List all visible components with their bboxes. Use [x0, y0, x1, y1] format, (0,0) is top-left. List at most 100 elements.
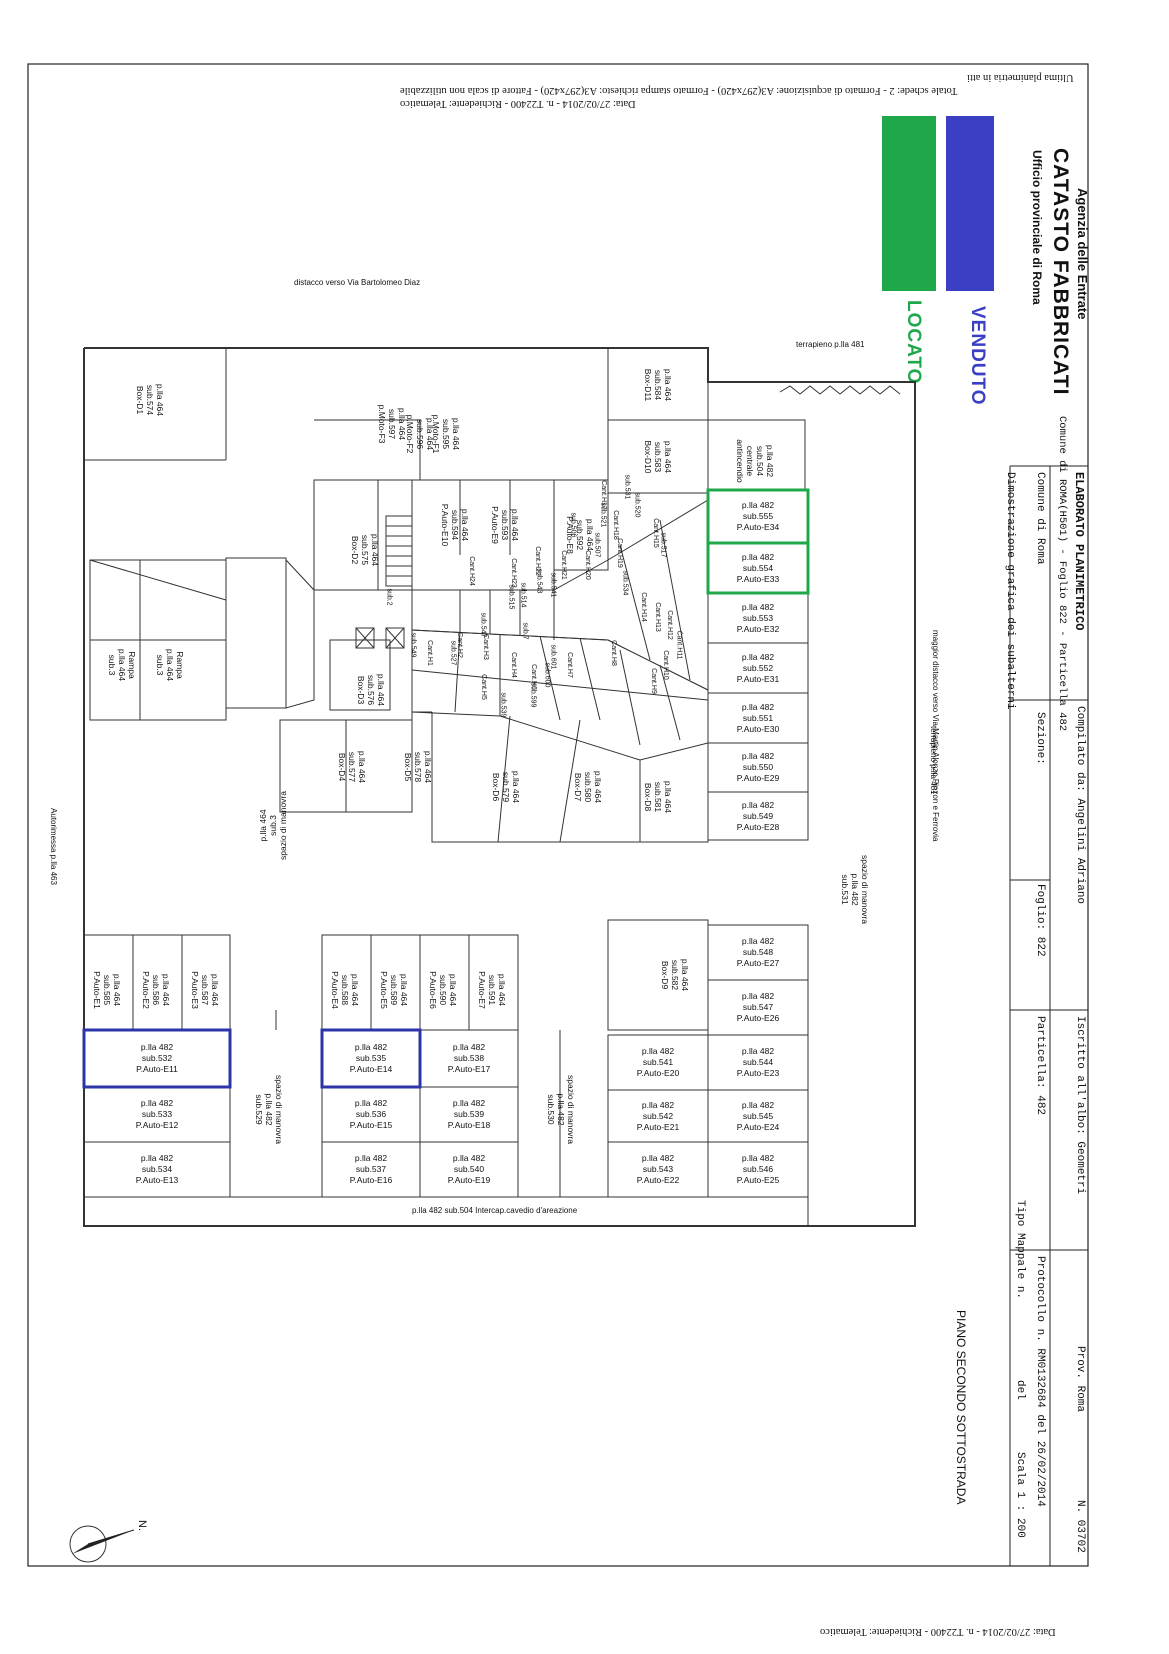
- spot-e28: p.lla 482 sub.549 P.Auto-E28: [736, 799, 780, 832]
- cantina-canth23: Cant.H23: [509, 558, 517, 588]
- cantina-canth21: Cant.H21: [559, 550, 567, 580]
- locato-stamp-bar: [882, 116, 936, 291]
- spot-e11: p.lla 482 sub.532 P.Auto-E11: [136, 1042, 178, 1074]
- cantina-canth4: Cant.H4: [509, 652, 517, 678]
- label-terrapieno-side: terrapieno p.lla 481: [929, 726, 938, 795]
- spot-e26: p.lla 482 sub.547 P.Auto-E26: [736, 991, 780, 1023]
- box-d9: p.lla 464 sub.582 Box-D9: [660, 958, 690, 992]
- cantina-canth10: Cant.H10: [661, 650, 669, 680]
- label-autorimessa: Autorimessa p.lla 463: [49, 808, 58, 885]
- cantina-sub-label: sub.541: [549, 572, 557, 598]
- cantina-canth14: Cant.H14: [639, 592, 647, 622]
- cantina-canth13: Cant.H13: [653, 602, 661, 632]
- box-d6: p.lla 464 sub.579 Box-D6: [491, 770, 521, 804]
- cantina-sub-label: sub.531: [623, 474, 631, 500]
- spot-e32: p.lla 482 sub.553 P.Auto-E32: [736, 601, 780, 634]
- cantina-canth18: Cant.H18: [611, 510, 619, 540]
- highlight-e11: [82, 1028, 232, 1089]
- label-spazio-531: spazio di manovra p.lla 482 sub.531: [840, 855, 870, 924]
- cantina-canth19: Cant.H19: [615, 538, 623, 568]
- spot-e13: p.lla 482 sub.534 P.Auto-E13: [135, 1153, 179, 1185]
- spot-e9: p.lla 464 sub.593 P.Auto-E9: [490, 506, 520, 544]
- moto-f1: p.lla 464 sub.595 p.Moto-F1: [431, 414, 461, 454]
- spot-e34: p.lla 482 sub.555 P.Auto-E34: [736, 500, 780, 532]
- spot-e3: p.lla 464 sub.587 P.Auto-E3: [190, 971, 220, 1009]
- cantina-canth5: Cant.H5: [479, 674, 487, 700]
- cantina-sub-label: sub.521: [599, 502, 607, 528]
- label-bartolomeo: distacco verso Via Bartolomeo Diaz: [294, 278, 421, 287]
- spot-e27: p.lla 482 sub.548 P.Auto-E27: [736, 936, 780, 968]
- centrale-antincendio: p.lla 482 sub.504 centrale antincendio: [735, 439, 775, 483]
- rampa-2: Rampa p.lla 464 sub.3: [107, 648, 137, 682]
- cantina-sub-label: sub.507: [593, 532, 601, 558]
- box-d7: p.lla 464 sub.580 Box-D7: [573, 770, 603, 804]
- highlight-e33: [706, 541, 810, 595]
- cantina-sub-label: sub.506: [569, 512, 577, 538]
- cantina-canth12: Cant.H12: [665, 610, 673, 640]
- cantina-sub-label: sub.517: [659, 532, 667, 558]
- north-label: N.: [136, 1520, 148, 1531]
- spot-e15: p.lla 482 sub.536 P.Auto-E15: [349, 1098, 393, 1130]
- box-d3: p.lla 464 sub.576 Box-D3: [356, 673, 386, 707]
- cantina-sub-label: sub.549: [409, 632, 417, 658]
- box-d11: p.lla 464 sub.584 Box-D11: [643, 368, 673, 402]
- label-spazio-529: spazio di manovra p.lla 482 sub.529: [254, 1075, 284, 1144]
- north-arrow-icon: [69, 1525, 135, 1563]
- spot-e23: p.lla 482 sub.544 P.Auto-E23: [736, 1046, 780, 1078]
- spot-e30: p.lla 482 sub.551 P.Auto-E30: [736, 701, 780, 734]
- spot-e4: p.lla 464 sub.588 P.Auto-E4: [330, 971, 360, 1009]
- cantina-sub-label: sub.514: [519, 582, 527, 608]
- spot-e16: p.lla 482 sub.537 P.Auto-E16: [349, 1153, 393, 1185]
- cantina-canth9: Cant.H9: [649, 668, 657, 694]
- spot-e7: p.lla 464 sub.591 P.Auto-E7: [477, 971, 507, 1009]
- box-d1: p.lla 464 sub.574 Box-D1: [135, 383, 165, 417]
- cantina-sub-label: sub.515: [507, 584, 515, 610]
- cantina-canth8: Cant.H8: [609, 640, 617, 666]
- label-spazio-530: spazio di manovra p.lla 482 sub.530: [546, 1075, 576, 1144]
- box-d5: p.lla 464 sub.578 Box-D5: [403, 750, 433, 784]
- cantina-sub-label: sub.520: [633, 492, 641, 518]
- label-cavedio: p.lla 482 sub.504 Intercap.cavedio d'are…: [412, 1206, 578, 1215]
- moto-f3: p.lla 464 sub.597 p.Moto-F3: [377, 404, 407, 444]
- cantina-sub-label: sub.547: [479, 612, 487, 638]
- cantina-sub-label: sub.600: [543, 662, 551, 688]
- spot-e12: p.lla 482 sub.533 P.Auto-E12: [135, 1098, 179, 1130]
- cantina-sub-label: sub.539: [499, 692, 507, 718]
- venduto-stamp-bar: [946, 116, 994, 291]
- cantina-sub-label: sub.527: [449, 640, 457, 666]
- cantina-sub-label: sub.599: [529, 682, 537, 708]
- piano-label: PIANO SECONDO SOTTOSTRADA: [954, 1310, 968, 1505]
- cantina-sub-label: sub.2: [385, 588, 393, 606]
- moto-f2: p.lla 464 sub.596 p.Moto-F2: [405, 414, 435, 454]
- cantina-canth11: Cant.H11: [675, 630, 683, 660]
- spot-e21: p.lla 482 sub.542 P.Auto-E21: [636, 1099, 680, 1132]
- spot-e14: p.lla 482 sub.535 P.Auto-E14: [349, 1042, 393, 1074]
- cantina-canth3: Cant.H3: [481, 634, 489, 660]
- spot-e25: p.lla 482 sub.546 P.Auto-E25: [736, 1153, 780, 1185]
- box-d2: p.lla 464 sub.575 Box-D2: [350, 533, 380, 567]
- spot-e33: p.lla 482 sub.554 P.Auto-E33: [736, 551, 780, 584]
- label-spazio-3: p.lla 464 sub.3 spazio di manovra: [258, 791, 288, 860]
- rampa-1: Rampa p.lla 464 sub.3: [155, 648, 185, 682]
- spot-e17: p.lla 482 sub.538 P.Auto-E17: [447, 1042, 491, 1074]
- spot-e2: p.lla 464 sub.586 P.Auto-E2: [141, 971, 171, 1009]
- cantina-sub-label: sub.7: [521, 622, 529, 640]
- cantina-canth1: Cant.H1: [425, 640, 433, 666]
- spot-e24: p.lla 482 sub.545 P.Auto-E24: [736, 1099, 780, 1132]
- cantina-canth7: Cant.H7: [565, 652, 573, 678]
- spot-e1: p.lla 464 sub.585 P.Auto-E1: [92, 971, 122, 1009]
- cantina-sub-label: sub.534: [621, 570, 629, 596]
- highlight-e14: [320, 1028, 422, 1089]
- box-d4: p.lla 464 sub.577 Box-D4: [337, 750, 367, 784]
- cantina-canth24: Cant.H24: [467, 556, 475, 586]
- box-d10: p.lla 464 sub.583 Box-D10: [643, 440, 673, 474]
- label-terrapieno-top: terrapieno p.lla 481: [796, 340, 865, 349]
- box-d8: p.lla 464 sub.581 Box-D8: [643, 780, 673, 814]
- spot-e6: p.lla 464 sub.590 P.Auto-E6: [428, 971, 458, 1009]
- spot-e19: p.lla 482 sub.540 P.Auto-E19: [447, 1153, 491, 1185]
- spot-e5: p.lla 464 sub.589 P.Auto-E5: [379, 971, 409, 1009]
- spot-e20: p.lla 482 sub.541 P.Auto-E20: [636, 1046, 680, 1078]
- spot-e31: p.lla 482 sub.552 P.Auto-E31: [736, 651, 780, 684]
